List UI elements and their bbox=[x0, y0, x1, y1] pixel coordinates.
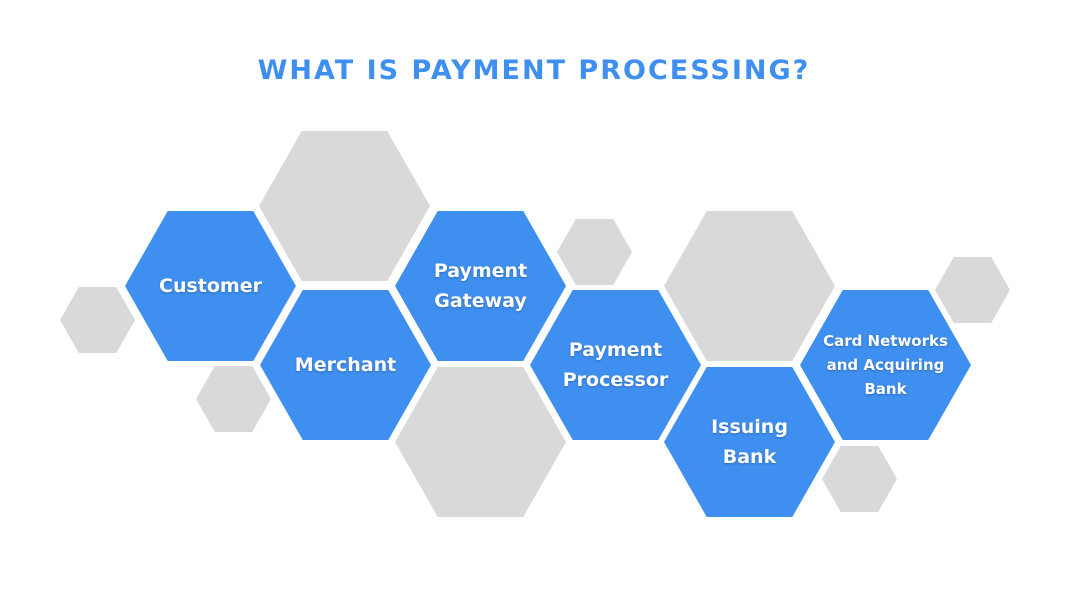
node-label: Card Networks and Acquiring Bank bbox=[823, 332, 948, 398]
decorative-hexagon-small bbox=[60, 287, 135, 353]
node-payment-processor: Payment Processor bbox=[530, 290, 701, 440]
decorative-hexagon-small bbox=[935, 257, 1010, 323]
decorative-hexagon-small bbox=[196, 366, 271, 432]
node-label: Issuing Bank bbox=[711, 416, 788, 468]
decorative-hexagon bbox=[259, 131, 430, 281]
decorative-hexagon bbox=[664, 211, 835, 361]
node-payment-gateway: Payment Gateway bbox=[395, 211, 566, 361]
node-customer: Customer bbox=[125, 211, 296, 361]
node-label: Merchant bbox=[294, 354, 397, 376]
node-label: Customer bbox=[159, 275, 262, 297]
page-title: WHAT IS PAYMENT PROCESSING? bbox=[257, 55, 811, 86]
node-issuing-bank: Issuing Bank bbox=[664, 367, 835, 517]
node-card-networks-acquiring-bank: Card Networks and Acquiring Bank bbox=[800, 290, 971, 440]
decorative-hexagon bbox=[395, 367, 566, 517]
node-label: Payment Gateway bbox=[433, 260, 528, 312]
decorative-hexagon-small bbox=[822, 446, 897, 512]
node-merchant: Merchant bbox=[260, 290, 431, 440]
node-label: Payment Processor bbox=[562, 339, 669, 391]
decorative-hexagon-small bbox=[557, 219, 632, 285]
